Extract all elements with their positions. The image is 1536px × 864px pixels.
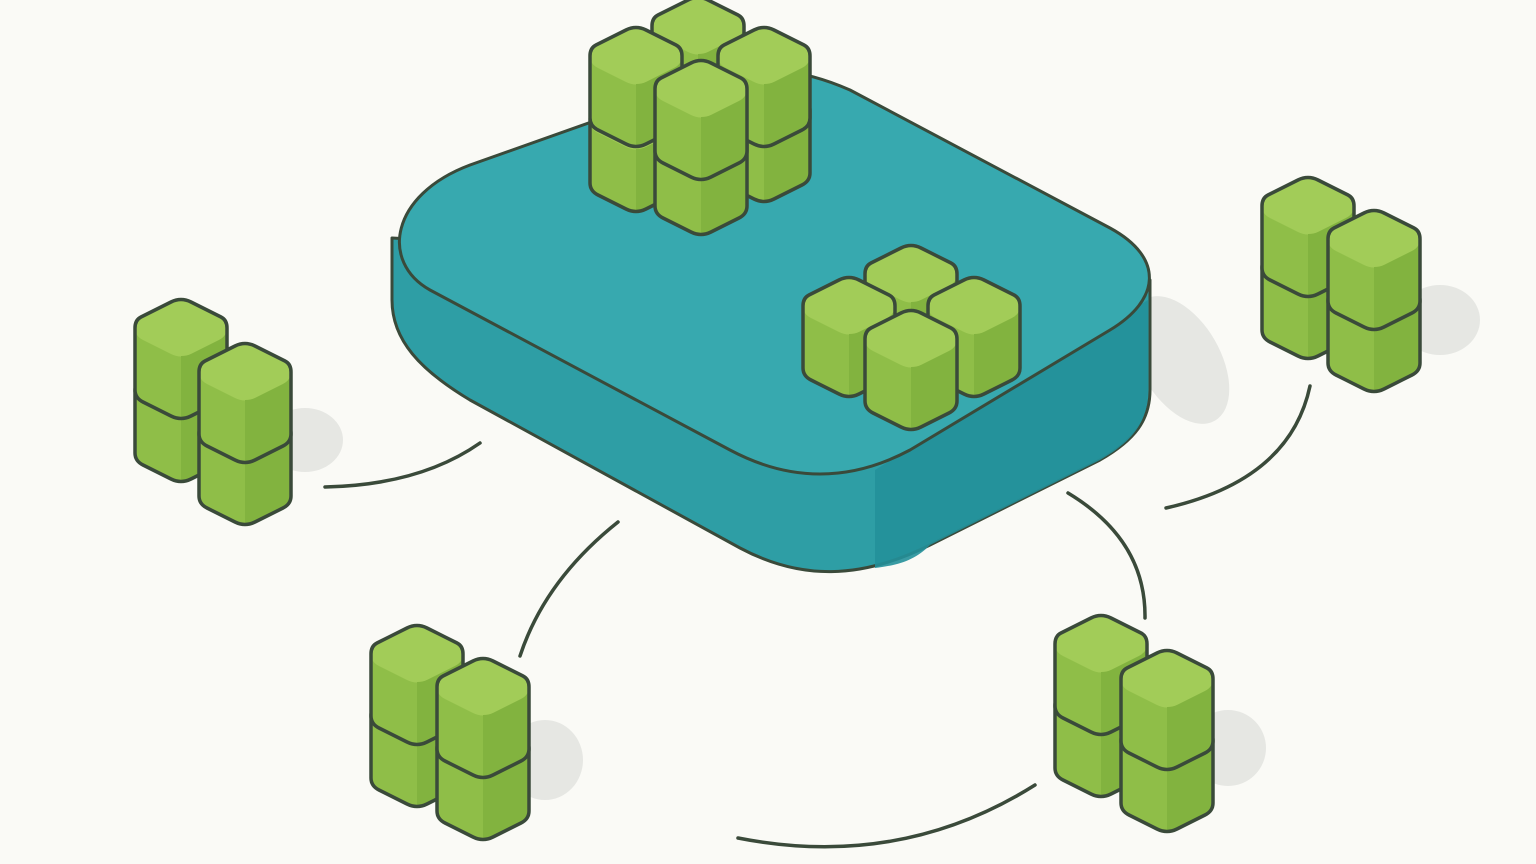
platform-side-shade — [875, 300, 1148, 568]
cube-cluster-bottom-right — [1053, 613, 1215, 834]
connector-arc-right — [1164, 384, 1312, 510]
connector-arc-bottom-left — [518, 520, 620, 658]
cube-cluster-left — [133, 297, 293, 527]
connector-arcs — [323, 384, 1312, 849]
cube-cluster-right — [1260, 175, 1422, 394]
connector-arc-bottom — [736, 783, 1037, 849]
cube-cluster-bottom-left — [369, 623, 531, 842]
connector-arc-left — [323, 441, 482, 489]
connector-arc-bottom-right-top — [1066, 491, 1147, 620]
